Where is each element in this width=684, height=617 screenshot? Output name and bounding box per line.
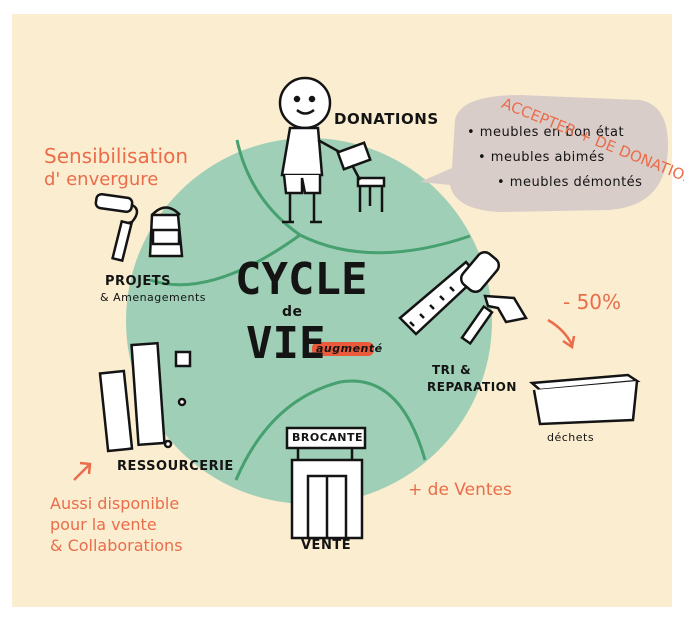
divider-line-bottom: [234, 379, 427, 481]
cycle-circle: [126, 138, 492, 504]
sensibilisation-line1: Sensibilisation: [44, 144, 189, 168]
arrow-icon: [73, 463, 91, 481]
donations-label: DONATIONS: [334, 110, 439, 128]
arrow-icon: [547, 318, 574, 346]
brocante-label: BROCANTE: [292, 431, 364, 444]
center-title-cycle: CYCLE: [235, 254, 368, 305]
waste-bin-icon: [528, 373, 641, 426]
divider-line-top: [235, 139, 471, 255]
divider-line-left: [149, 233, 301, 287]
vente-label: VENTE: [301, 538, 352, 553]
planks-icon: [98, 341, 192, 453]
aussi-line1: Aussi disponible: [50, 494, 180, 513]
arrow-head-icon: [79, 461, 92, 475]
aussi-line3: & Collaborations: [50, 536, 183, 555]
donation-bubble: [420, 95, 668, 212]
projets-label-line1: PROJETS: [105, 274, 172, 289]
brocante-shop-icon: [285, 426, 367, 540]
paint-bucket-icon: [148, 206, 184, 258]
minus-percent-annotation: - 50%: [563, 290, 622, 314]
augmented-label: augmenté: [316, 342, 383, 355]
chair-icon: [336, 141, 386, 212]
plus-ventes-annotation: + de Ventes: [408, 480, 512, 500]
bubble-item-2: • meubles abimés: [478, 150, 605, 165]
tri-label-line2: REPARATION: [427, 380, 517, 394]
bubble-item-3: • meubles démontés: [497, 175, 643, 190]
arrow-head-icon: [562, 335, 576, 350]
hammer-icon: [460, 294, 528, 346]
projets-label-line2: & Amenagements: [100, 291, 207, 304]
center-title-de: de: [282, 304, 303, 320]
center-title-vie: VIE: [246, 318, 326, 369]
tri-label-line1: TRI &: [432, 363, 472, 377]
sensibilisation-line2: d' envergure: [44, 169, 159, 190]
saw-icon: [398, 250, 501, 336]
augmente-highlight: [312, 342, 374, 356]
person-icon: [278, 76, 346, 224]
aussi-line2: pour la vente: [50, 515, 157, 534]
paint-roller-icon: [94, 192, 139, 263]
dechets-label: déchets: [547, 431, 595, 444]
bubble-item-1: • meubles en bon état: [467, 125, 625, 140]
ressourcerie-label: RESSOURCERIE: [117, 459, 234, 474]
